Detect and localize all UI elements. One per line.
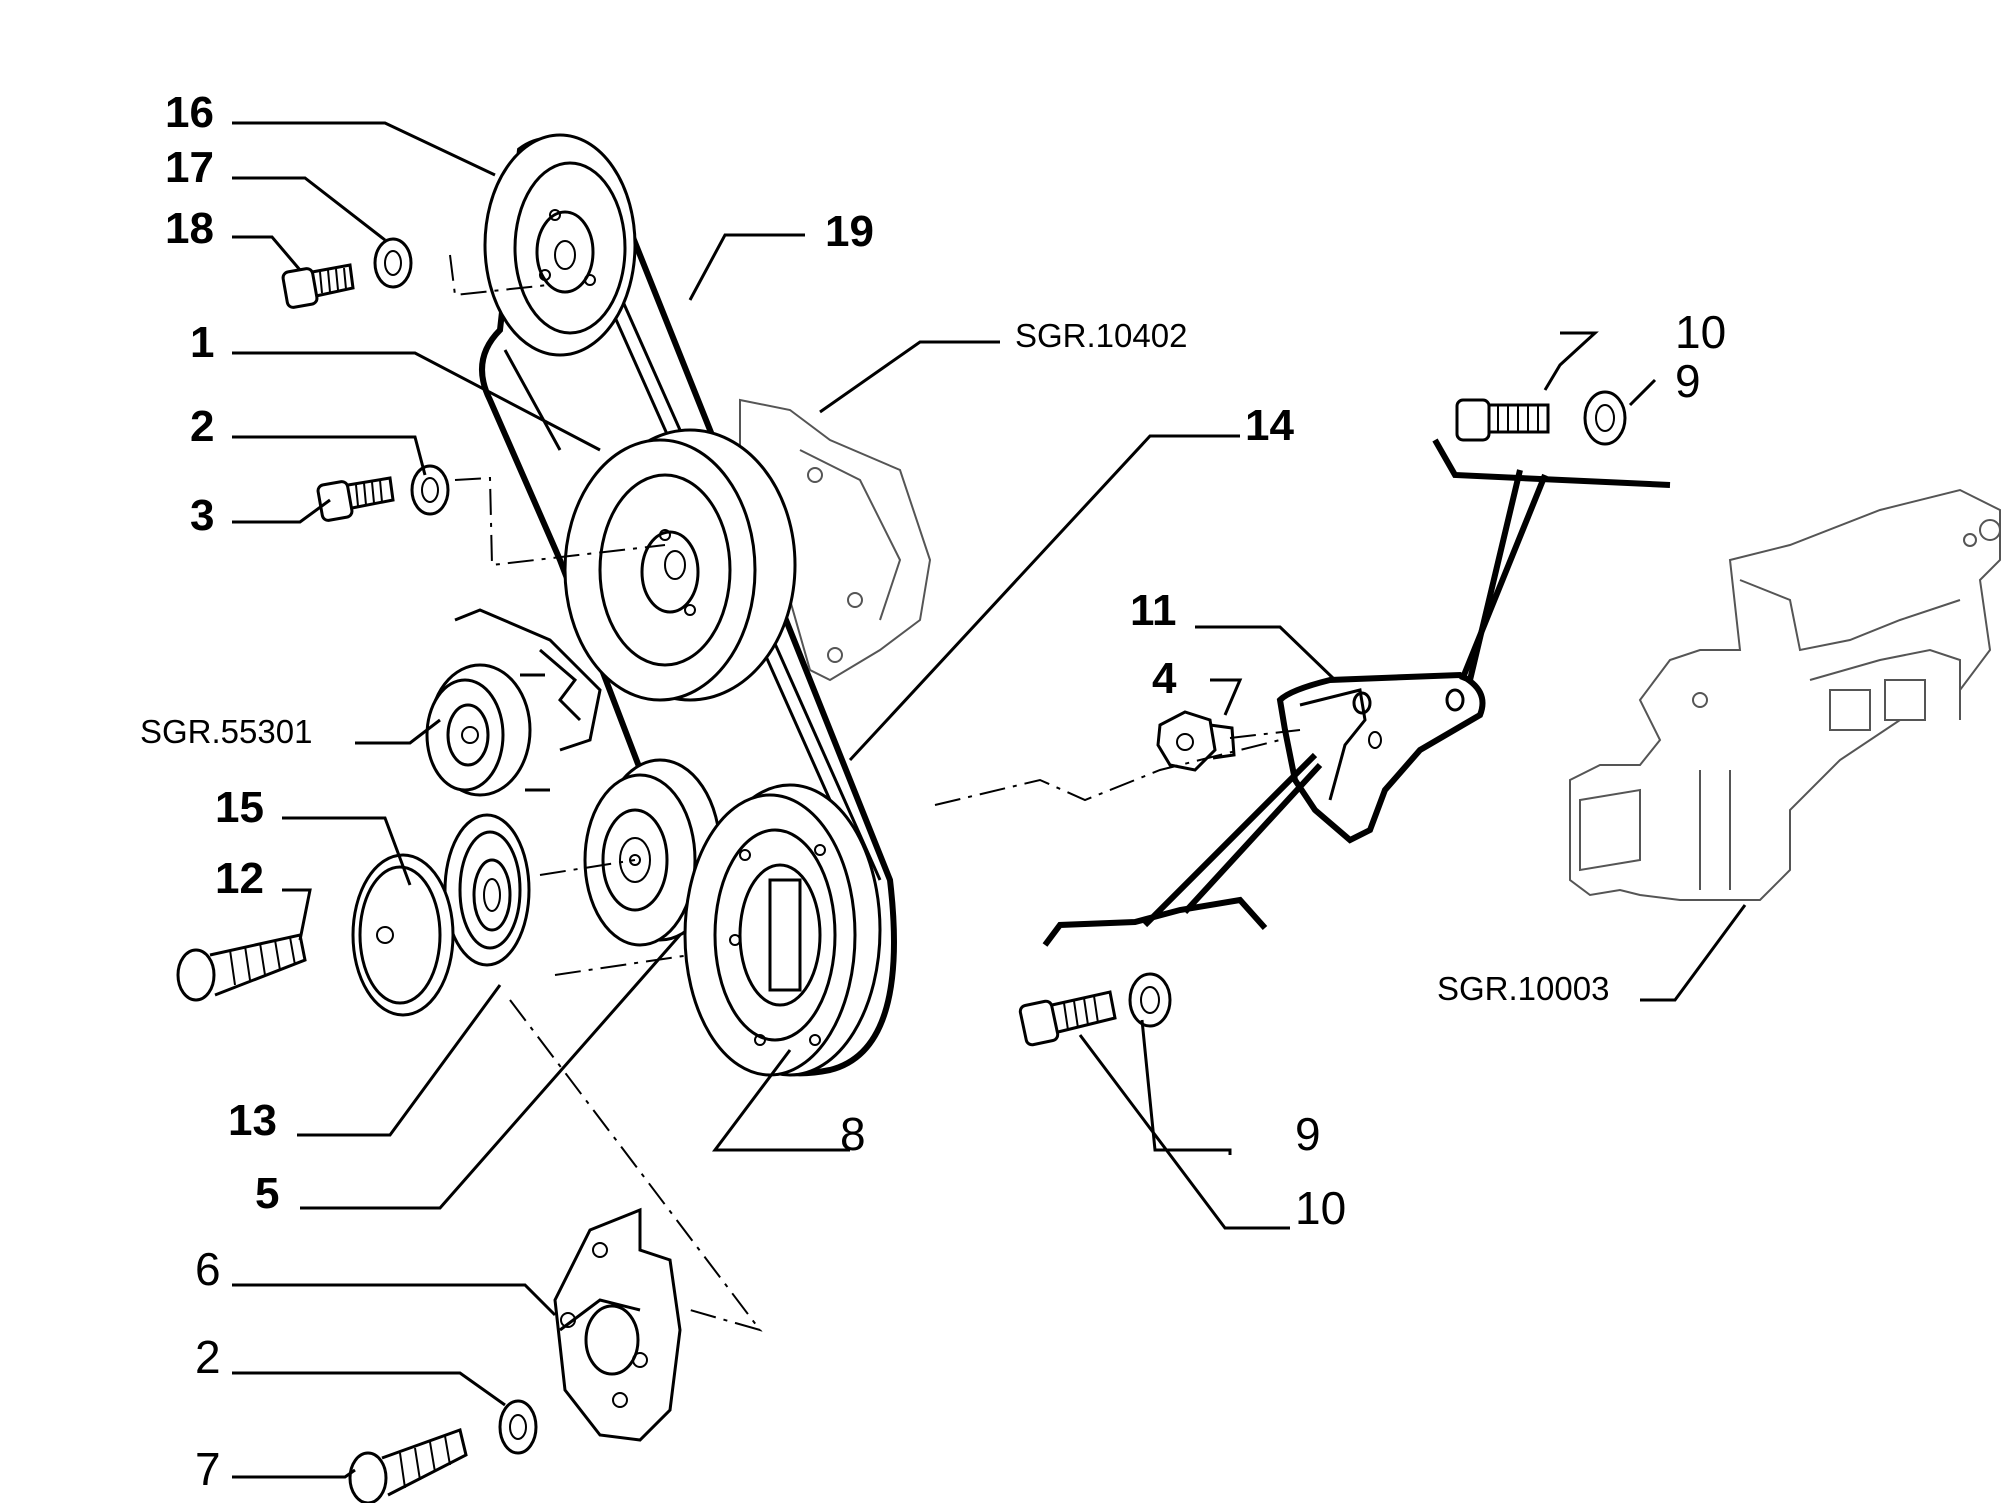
bracket-6 xyxy=(553,1207,682,1442)
reference-codes: SGR.10402 SGR.55301 SGR.10003 xyxy=(140,317,1609,1007)
ref-sgr-55301: SGR.55301 xyxy=(140,713,312,750)
washer-9-bottom xyxy=(1128,972,1172,1028)
label-3: 3 xyxy=(190,491,214,540)
label-10-top: 10 xyxy=(1675,306,1726,358)
label-18: 18 xyxy=(165,204,214,253)
bracket-11 xyxy=(1276,671,1486,844)
washer-9-top xyxy=(1583,390,1627,446)
ref-sgr-10402: SGR.10402 xyxy=(1015,317,1187,354)
label-14: 14 xyxy=(1245,401,1294,450)
washer-2-top xyxy=(410,464,450,516)
label-19: 19 xyxy=(825,207,874,256)
bolt-18 xyxy=(281,263,355,309)
engine-block xyxy=(1569,488,2001,901)
pulley-16 xyxy=(483,133,637,357)
bolt-3 xyxy=(316,476,395,522)
assembly-lines xyxy=(449,254,1301,1332)
label-7: 7 xyxy=(195,1443,221,1495)
label-4: 4 xyxy=(1152,654,1177,703)
alternator-housing xyxy=(739,398,932,682)
nut-4 xyxy=(1156,710,1236,772)
label-5: 5 xyxy=(255,1169,279,1218)
part-labels: 16 17 18 19 1 2 3 14 11 4 15 12 13 5 8 6… xyxy=(165,88,1726,1495)
washer-2-bottom xyxy=(498,1399,538,1455)
cap-15 xyxy=(351,853,455,1017)
bolt-7 xyxy=(348,1428,468,1505)
label-11: 11 xyxy=(1130,586,1177,635)
label-17: 17 xyxy=(165,143,214,192)
pulley-1 xyxy=(563,428,797,702)
label-15: 15 xyxy=(215,783,264,832)
label-9-bottom: 9 xyxy=(1295,1108,1321,1160)
label-2-top: 2 xyxy=(190,402,214,451)
label-10-bottom: 10 xyxy=(1295,1182,1346,1234)
ref-sgr-10003: SGR.10003 xyxy=(1437,970,1609,1007)
tensioner-pulley xyxy=(425,608,602,797)
bolt-12 xyxy=(176,933,307,1002)
label-1: 1 xyxy=(190,318,214,367)
label-13: 13 xyxy=(228,1096,277,1145)
leader-lines xyxy=(232,121,1747,1479)
explode-lines xyxy=(1042,438,1671,947)
crankshaft-pulley-8 xyxy=(683,783,882,1077)
bolt-10-top xyxy=(1455,398,1550,442)
label-6: 6 xyxy=(195,1243,221,1295)
seal-13 xyxy=(443,813,531,967)
washer-17 xyxy=(373,237,413,289)
label-12: 12 xyxy=(215,854,264,903)
label-2-bottom: 2 xyxy=(195,1331,221,1383)
label-8: 8 xyxy=(840,1108,866,1160)
label-16: 16 xyxy=(165,88,214,137)
label-9-top: 9 xyxy=(1675,355,1701,407)
bolt-10-bottom xyxy=(1018,990,1117,1047)
